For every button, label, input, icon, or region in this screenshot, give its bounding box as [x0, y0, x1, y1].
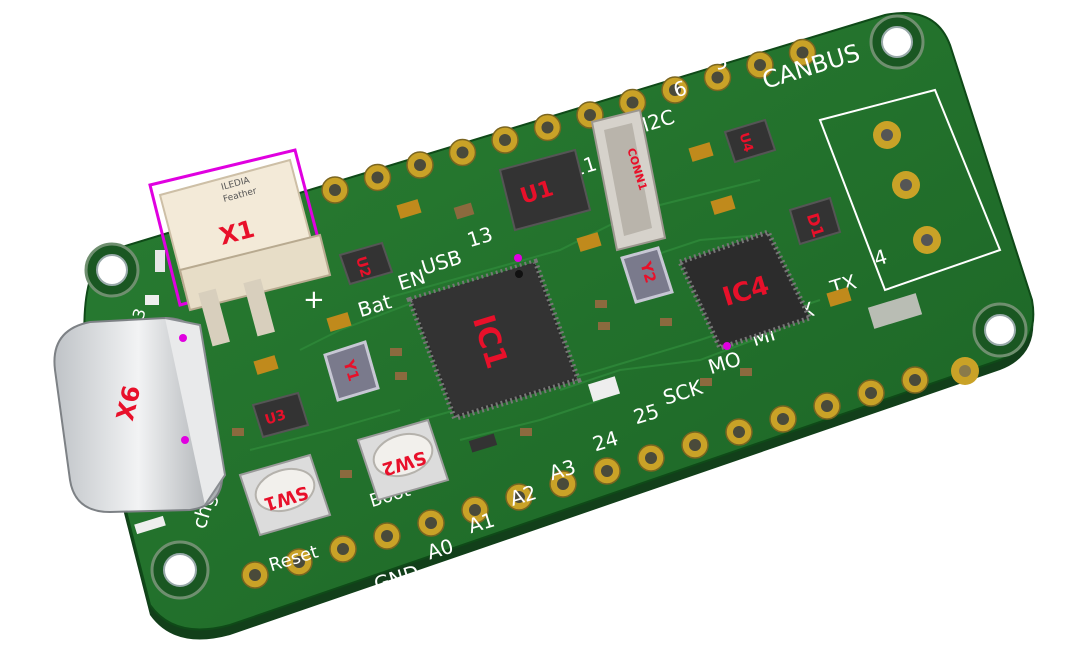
canbus-terminal-block — [818, 88, 1002, 292]
mounting-hole-top-left — [84, 242, 140, 298]
mounting-hole-top-right — [869, 14, 925, 70]
u4-chip: U4 — [723, 118, 777, 164]
u2-chip: U2 — [338, 241, 394, 286]
top-pin-6 — [533, 113, 562, 142]
u3-chip: U3 — [251, 391, 310, 439]
top-pin-5 — [491, 126, 519, 154]
ref-u4: U4 — [736, 131, 756, 154]
bottom-pin-8 — [549, 470, 577, 498]
bottom-pin-11 — [681, 431, 709, 459]
bottom-pin-14 — [813, 392, 841, 420]
top-pin-10 — [703, 63, 732, 92]
top-pin-1 — [321, 176, 349, 204]
ref-y1: Y1 — [339, 357, 363, 384]
top-pin-2 — [363, 163, 392, 192]
sw2-boot-button[interactable]: SW2 — [356, 418, 450, 502]
x6-usb-c-connector: X6 — [53, 316, 227, 514]
bottom-header-pins — [241, 366, 929, 589]
y1-crystal: Y1 — [323, 340, 380, 402]
label-rst: Rst — [249, 643, 287, 659]
ref-u3: U3 — [263, 407, 288, 428]
sw1-reset-button[interactable]: SW1 — [238, 453, 332, 537]
ic4-can-controller: IC4 — [676, 228, 814, 352]
plus-sign: + — [303, 285, 325, 315]
bottom-pin-1 — [241, 561, 269, 589]
top-pin-9 — [661, 76, 689, 104]
mounting-hole-bottom-right — [972, 302, 1028, 358]
terminal-pad-2 — [892, 171, 920, 199]
bottom-pin-9 — [593, 457, 621, 485]
ic1-microcontroller: IC1 — [406, 254, 582, 422]
bottom-pin-12 — [725, 418, 753, 446]
ref-y2: Y2 — [636, 259, 660, 286]
bottom-pin-13 — [769, 405, 797, 433]
label-sda: SDA — [772, 0, 819, 35]
bottom-pin-5 — [417, 509, 445, 537]
u1-chip: U1 — [498, 148, 592, 232]
d1-diode: D1 — [788, 196, 842, 246]
bottom-pin-15 — [857, 379, 885, 407]
y2-crystal: Y2 — [620, 246, 674, 304]
passive-components — [134, 142, 923, 535]
ref-u2: U2 — [352, 255, 373, 280]
terminal-pad-3 — [913, 226, 941, 254]
top-pin-11 — [746, 51, 774, 79]
mounting-hole-bottom-left — [150, 540, 210, 600]
bottom-pin-4 — [373, 522, 401, 550]
bottom-pin-7 — [505, 483, 533, 511]
top-header-pins — [321, 38, 817, 204]
conn1-i2c-connector: CONN1 — [590, 108, 667, 252]
top-pin-12 — [788, 38, 817, 67]
bottom-pin-6 — [461, 496, 489, 524]
bottom-pin-16 — [901, 366, 929, 394]
terminal-pad-1 — [873, 121, 901, 149]
test-pad — [951, 357, 979, 385]
top-pin-4 — [448, 138, 477, 167]
pcb-board — [83, 12, 1035, 631]
x1-battery-connector: ILEDIA Feather X1 + — [148, 148, 332, 347]
top-pin-3 — [406, 151, 434, 179]
bottom-pin-3 — [329, 535, 357, 563]
bottom-pin-2 — [285, 548, 313, 576]
bottom-pin-10 — [637, 444, 665, 472]
